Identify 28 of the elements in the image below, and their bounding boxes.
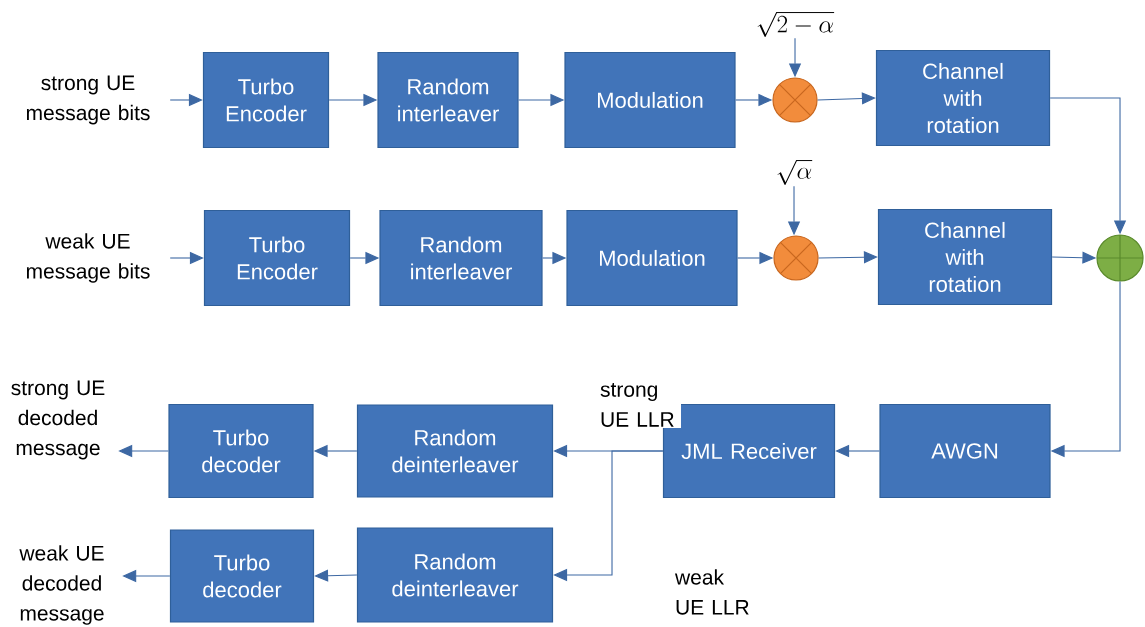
- multiplier-symbol: [773, 235, 819, 281]
- arrow: [553, 450, 664, 582]
- output-label: weak UE decoded message: [19, 545, 104, 625]
- gain-formula: $\sqrt{2-\alpha}$: [757, 12, 835, 37]
- process-box: Random deinterleaver: [356, 527, 554, 623]
- edge-label: weak UE LLR: [674, 568, 756, 616]
- process-box: AWGN: [879, 403, 1051, 499]
- arrow: [817, 92, 876, 105]
- edge-label: strong UE LLR: [599, 382, 681, 428]
- process-box: Turbo Encoder: [202, 51, 330, 149]
- input-label: strong UE message bits: [26, 75, 150, 125]
- process-box: Random deinterleaver: [356, 404, 554, 498]
- output-label: strong UE decoded message: [11, 380, 105, 460]
- process-box: Turbo decoder: [169, 529, 315, 623]
- process-box: Turbo Encoder: [203, 209, 351, 307]
- adder-symbol: [1096, 234, 1144, 282]
- arrow: [818, 251, 878, 264]
- process-box: Modulation: [566, 209, 738, 307]
- process-box: Channel with rotation: [877, 208, 1053, 306]
- input-label: weak UE message bits: [26, 233, 150, 283]
- process-box: Random interleaver: [379, 209, 543, 307]
- process-box: Random interleaver: [377, 51, 519, 149]
- process-box: Channel with rotation: [875, 49, 1051, 147]
- multiplier-symbol: [772, 77, 818, 123]
- process-box: Modulation: [564, 51, 736, 149]
- arrow: [314, 569, 358, 582]
- process-box: Turbo decoder: [168, 403, 314, 499]
- gain-formula: $\sqrt{\alpha}$: [777, 160, 813, 185]
